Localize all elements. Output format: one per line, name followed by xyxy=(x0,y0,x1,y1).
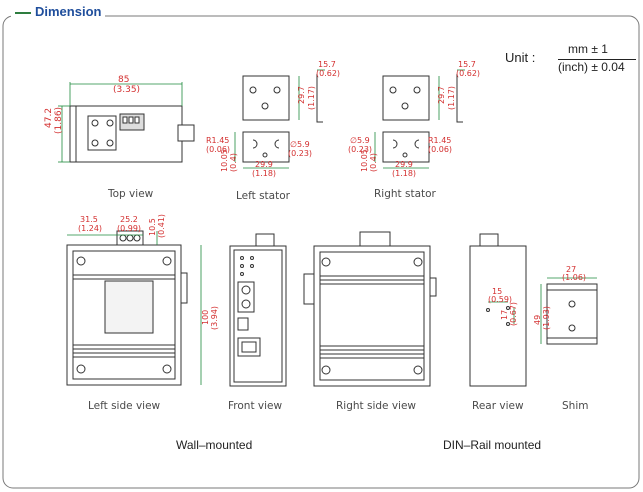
left-stator-drawing xyxy=(234,69,325,169)
ls-h-value: 29.7 xyxy=(297,86,306,104)
ls-h-inch: (1.17) xyxy=(307,85,316,110)
rs-r-inch: (0.06) xyxy=(428,145,453,154)
sh-w-inch: (1.06) xyxy=(562,273,587,282)
rv-a-value: 15 xyxy=(492,287,503,296)
top-h-inch: (1.86) xyxy=(54,106,64,134)
sv-a-inch: (1.24) xyxy=(78,224,103,233)
sv-c-inch: (0.41) xyxy=(157,213,166,238)
sv-b-value: 25.2 xyxy=(120,215,138,224)
rv-b-value: 17 xyxy=(500,309,509,320)
sv-b-inch: (0.99) xyxy=(117,224,142,233)
top-view-label: Top view xyxy=(108,188,154,200)
left-side-view-drawing xyxy=(66,230,202,386)
rv-b-inch: (0.67) xyxy=(509,301,518,326)
sv-h-value: 100 xyxy=(201,309,210,325)
section-header: Dimension xyxy=(11,4,106,19)
unit-denominator: (inch) ± 0.04 xyxy=(558,60,625,74)
right-side-view-drawing xyxy=(303,231,437,387)
rs-w-value: 15.7 xyxy=(458,60,476,69)
rs-h-value: 29.7 xyxy=(437,86,446,104)
top-view-drawing xyxy=(58,82,195,163)
sv-a-value: 31.5 xyxy=(80,215,98,224)
ls-b-value: 29.9 xyxy=(255,160,273,169)
rear-view-label: Rear view xyxy=(472,400,524,412)
sh-h-inch: (1.93) xyxy=(542,305,551,330)
rs-v-inch: (0.4) xyxy=(369,153,378,172)
rs-b-inch: (1.18) xyxy=(392,169,417,178)
wall-mounted-caption: Wall–mounted xyxy=(176,438,253,452)
rear-view-drawing xyxy=(469,233,527,387)
top-w-value: 85 xyxy=(118,75,130,85)
sv-h-inch: (3.94) xyxy=(210,305,219,330)
top-h-value: 47.2 xyxy=(44,107,54,128)
header-title: Dimension xyxy=(35,4,102,19)
rs-d-value: ∅5.9 xyxy=(350,136,370,145)
ls-w-inch: (0.62) xyxy=(316,69,341,78)
din-rail-caption: DIN–Rail mounted xyxy=(443,438,542,452)
right-stator-label: Right stator xyxy=(374,188,436,200)
unit-numerator: mm ± 1 xyxy=(568,42,608,56)
ls-v-value: 10.05 xyxy=(220,149,229,172)
sh-h-value: 49 xyxy=(533,314,542,325)
unit-prefix: Unit : xyxy=(505,50,536,65)
ls-d-value: ∅5.9 xyxy=(290,140,310,149)
right-side-view-label: Right side view xyxy=(336,400,417,412)
rs-b-value: 29.9 xyxy=(395,160,413,169)
ls-r-inch: (0.06) xyxy=(206,145,231,154)
ls-w-value: 15.7 xyxy=(318,60,336,69)
unit-fraction-line xyxy=(558,59,636,60)
sv-c-value: 10.5 xyxy=(148,218,157,236)
ls-d-inch: (0.23) xyxy=(288,149,313,158)
rs-d-inch: (0.23) xyxy=(348,145,373,154)
left-stator-label: Left stator xyxy=(236,190,290,202)
shim-label: Shim xyxy=(562,400,589,412)
sh-w-value: 27 xyxy=(566,265,577,274)
rs-v-value: 10.05 xyxy=(360,149,369,172)
top-w-inch: (3.35) xyxy=(113,85,141,95)
front-view-drawing xyxy=(229,233,287,387)
right-stator-drawing xyxy=(374,69,465,169)
header-accent-bar xyxy=(15,11,31,14)
rv-a-inch: (0.59) xyxy=(488,295,513,304)
ls-v-inch: (0.4) xyxy=(229,153,238,172)
ls-r-value: R1.45 xyxy=(206,136,230,145)
left-side-view-label: Left side view xyxy=(88,400,161,412)
front-view-label: Front view xyxy=(228,400,283,412)
shim-drawing xyxy=(540,277,598,345)
rs-h-inch: (1.17) xyxy=(447,85,456,110)
rs-r-value: R1.45 xyxy=(428,136,452,145)
rs-w-inch: (0.62) xyxy=(456,69,481,78)
ls-b-inch: (1.18) xyxy=(252,169,277,178)
